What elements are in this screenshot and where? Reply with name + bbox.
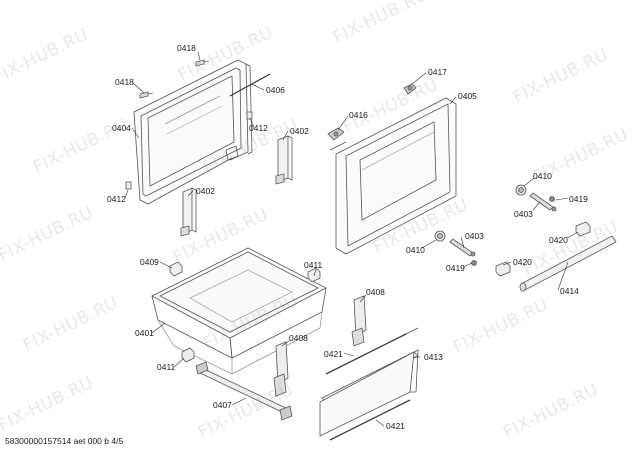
knob-0410-b: [434, 230, 446, 242]
rod-0406: [229, 73, 271, 97]
part-label-0403-b: 0403: [465, 231, 484, 241]
hinge-0416: [327, 127, 345, 141]
part-label-0418-left: 0418: [115, 77, 134, 87]
rod-0414: [519, 235, 617, 292]
part-label-0420-b: 0420: [513, 257, 532, 267]
part-label-0419-a: 0419: [569, 194, 588, 204]
part-label-0413: 0413: [424, 352, 443, 362]
pin-0403-b: [449, 238, 476, 257]
part-label-0406: 0406: [266, 85, 285, 95]
hinge-arm-0408-b: [273, 341, 289, 397]
hinge-arm-0408-a: [351, 295, 367, 347]
part-label-0403-a: 0403: [514, 209, 533, 219]
screw-0418-top: [195, 59, 210, 67]
part-label-0419-b: 0419: [446, 263, 465, 273]
bracket-0402-b: [180, 187, 197, 237]
part-label-0421-a: 0421: [324, 349, 343, 359]
rail-0407: [195, 361, 293, 421]
part-label-0407: 0407: [213, 400, 232, 410]
drawer-tray-0401: [151, 247, 327, 375]
part-label-0414: 0414: [560, 286, 579, 296]
part-label-0405: 0405: [458, 91, 477, 101]
part-label-0404: 0404: [112, 123, 131, 133]
knob-0410-a: [515, 184, 527, 196]
part-label-0402-a: 0402: [290, 126, 309, 136]
clip-0409: [169, 261, 183, 277]
part-label-0418-top: 0418: [177, 43, 196, 53]
strip-0421-a: [325, 333, 407, 375]
screw-0418-left: [139, 91, 154, 99]
part-label-0409: 0409: [140, 257, 159, 267]
part-label-0402-b: 0402: [196, 186, 215, 196]
cap-0420-b: [495, 261, 511, 277]
part-label-0412-b: 0412: [107, 194, 126, 204]
part-label-0420-a: 0420: [549, 235, 568, 245]
strip-0421-b: [329, 399, 411, 441]
leader-lines: [124, 51, 579, 427]
part-label-0410-a: 0410: [533, 171, 552, 181]
part-label-0411-b: 0411: [157, 362, 176, 372]
hinge-0417: [403, 83, 417, 95]
clip-0411-b: [181, 347, 195, 363]
drawer-front-0413: [319, 327, 419, 437]
part-label-0417: 0417: [428, 67, 447, 77]
clip-0412-a: [246, 111, 253, 120]
inner-door-frame-0404: [133, 59, 253, 205]
part-label-0416: 0416: [349, 110, 368, 120]
part-label-0421-b: 0421: [386, 421, 405, 431]
washer-0419-a: [549, 196, 555, 202]
part-label-0410-b: 0410: [406, 245, 425, 255]
bracket-0402-a: [275, 135, 293, 185]
part-label-0408-a: 0408: [366, 287, 385, 297]
part-label-0411-a: 0411: [304, 260, 323, 270]
washer-0419-b: [471, 260, 477, 266]
clip-0412-b: [125, 181, 132, 190]
pin-0403-a: [529, 192, 557, 212]
outer-door-0405: [329, 97, 457, 255]
diagram-footer-code: 58300000157514 aet 000 b 4/5: [5, 436, 124, 446]
cap-0420-a: [575, 221, 591, 237]
part-label-0401: 0401: [135, 328, 154, 338]
part-label-0408-b: 0408: [289, 333, 308, 343]
part-label-0412-a: 0412: [249, 123, 268, 133]
